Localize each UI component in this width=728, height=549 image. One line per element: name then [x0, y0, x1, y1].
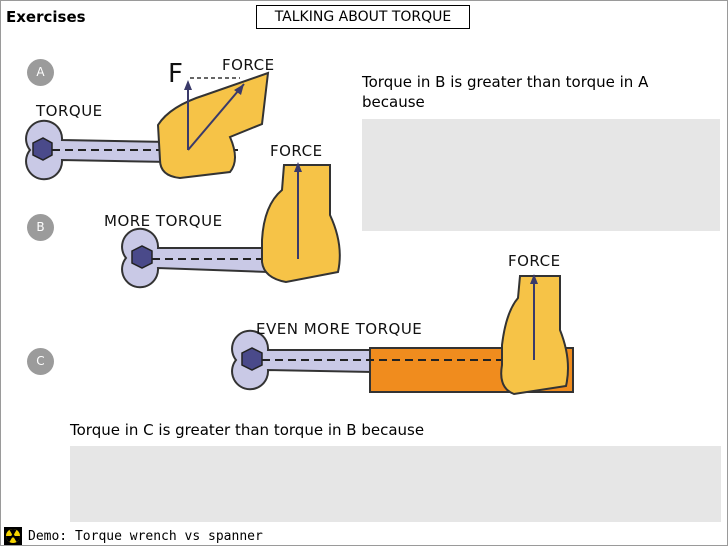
topic-box: TALKING ABOUT TORQUE — [256, 5, 470, 29]
hand-a — [156, 71, 270, 180]
question-b-vs-a: Torque in B is greater than torque in A … — [362, 73, 649, 111]
demo-link[interactable]: Demo: Torque wrench vs spanner — [4, 527, 263, 545]
force-label-c: FORCE — [508, 252, 561, 270]
question-c-vs-b: Torque in C is greater than torque in B … — [70, 421, 425, 439]
badge-c: C — [27, 348, 54, 375]
f-label: F — [168, 59, 183, 89]
answer-box-b-vs-a[interactable] — [362, 119, 720, 231]
force-label-a: FORCE — [222, 56, 275, 74]
demo-link-text[interactable]: Demo: Torque wrench vs spanner — [28, 528, 263, 544]
hand-c — [500, 274, 569, 396]
force-label-b: FORCE — [270, 142, 323, 160]
badge-b: B — [27, 214, 54, 241]
torque-label-b: MORE TORQUE — [104, 212, 223, 230]
radiation-icon — [4, 527, 22, 545]
hand-b — [261, 162, 341, 284]
torque-label-c: EVEN MORE TORQUE — [256, 320, 422, 338]
answer-box-c-vs-b[interactable] — [70, 446, 721, 522]
torque-label-a: TORQUE — [35, 102, 103, 120]
page-title: Exercises — [6, 8, 86, 26]
badge-a: A — [27, 59, 54, 86]
